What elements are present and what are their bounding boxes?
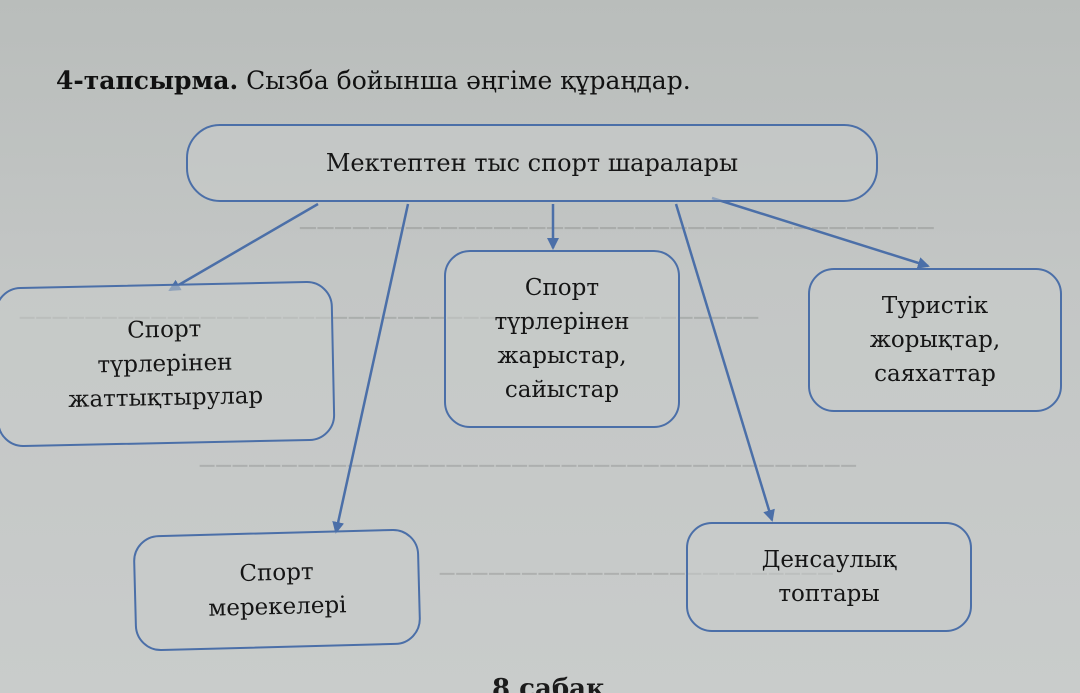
central-box: Мектептен тыс спорт шаралары bbox=[186, 124, 878, 202]
next-lesson-heading: 8 сабақ bbox=[492, 674, 606, 693]
bleed-through-texture: ──────────────────────────────────────── bbox=[200, 452, 858, 480]
branch-box-hiking: Туристік жорықтар, саяхаттар bbox=[808, 268, 1062, 412]
branch-line: мерекелері bbox=[208, 592, 347, 622]
arrow-to-festivals bbox=[332, 203, 410, 534]
task-heading: 4-тапсырма. Сызба бойынша әңгіме құраңда… bbox=[56, 66, 691, 95]
branch-box-health-groups: Денсаулық топтары bbox=[686, 522, 972, 632]
branch-line: топтары bbox=[778, 581, 880, 607]
branch-line: жаттықтырулар bbox=[68, 382, 264, 414]
branch-line: саяхаттар bbox=[874, 361, 996, 387]
branch-line: Денсаулық bbox=[761, 547, 897, 573]
branch-line: Туристік bbox=[881, 293, 989, 319]
arrow-to-trainings bbox=[168, 202, 319, 292]
central-label: Мектептен тыс спорт шаралары bbox=[325, 149, 739, 177]
branch-line: сайыстар bbox=[504, 377, 620, 403]
branch-box-competitions: Спорт түрлерінен жарыстар, сайыстар bbox=[444, 250, 680, 428]
arrow-to-health-groups bbox=[674, 203, 775, 522]
task-number: 4-тапсырма. bbox=[56, 66, 239, 95]
branch-box-trainings: Спорт түрлерінен жаттықтырулар bbox=[0, 280, 336, 448]
branch-line: түрлерінен bbox=[494, 309, 630, 335]
branch-line: жарыстар, bbox=[497, 343, 627, 369]
branch-box-festivals: Спорт мерекелері bbox=[132, 528, 422, 652]
branch-line: Спорт bbox=[239, 559, 314, 587]
branch-line: жорықтар, bbox=[869, 327, 1001, 353]
arrow-to-hiking bbox=[711, 196, 930, 269]
branch-line: Спорт bbox=[524, 275, 600, 301]
branch-line: Спорт bbox=[126, 316, 202, 344]
branch-line: түрлерінен bbox=[97, 349, 233, 379]
task-instruction: Сызба бойынша әңгіме құраңдар. bbox=[246, 66, 691, 95]
